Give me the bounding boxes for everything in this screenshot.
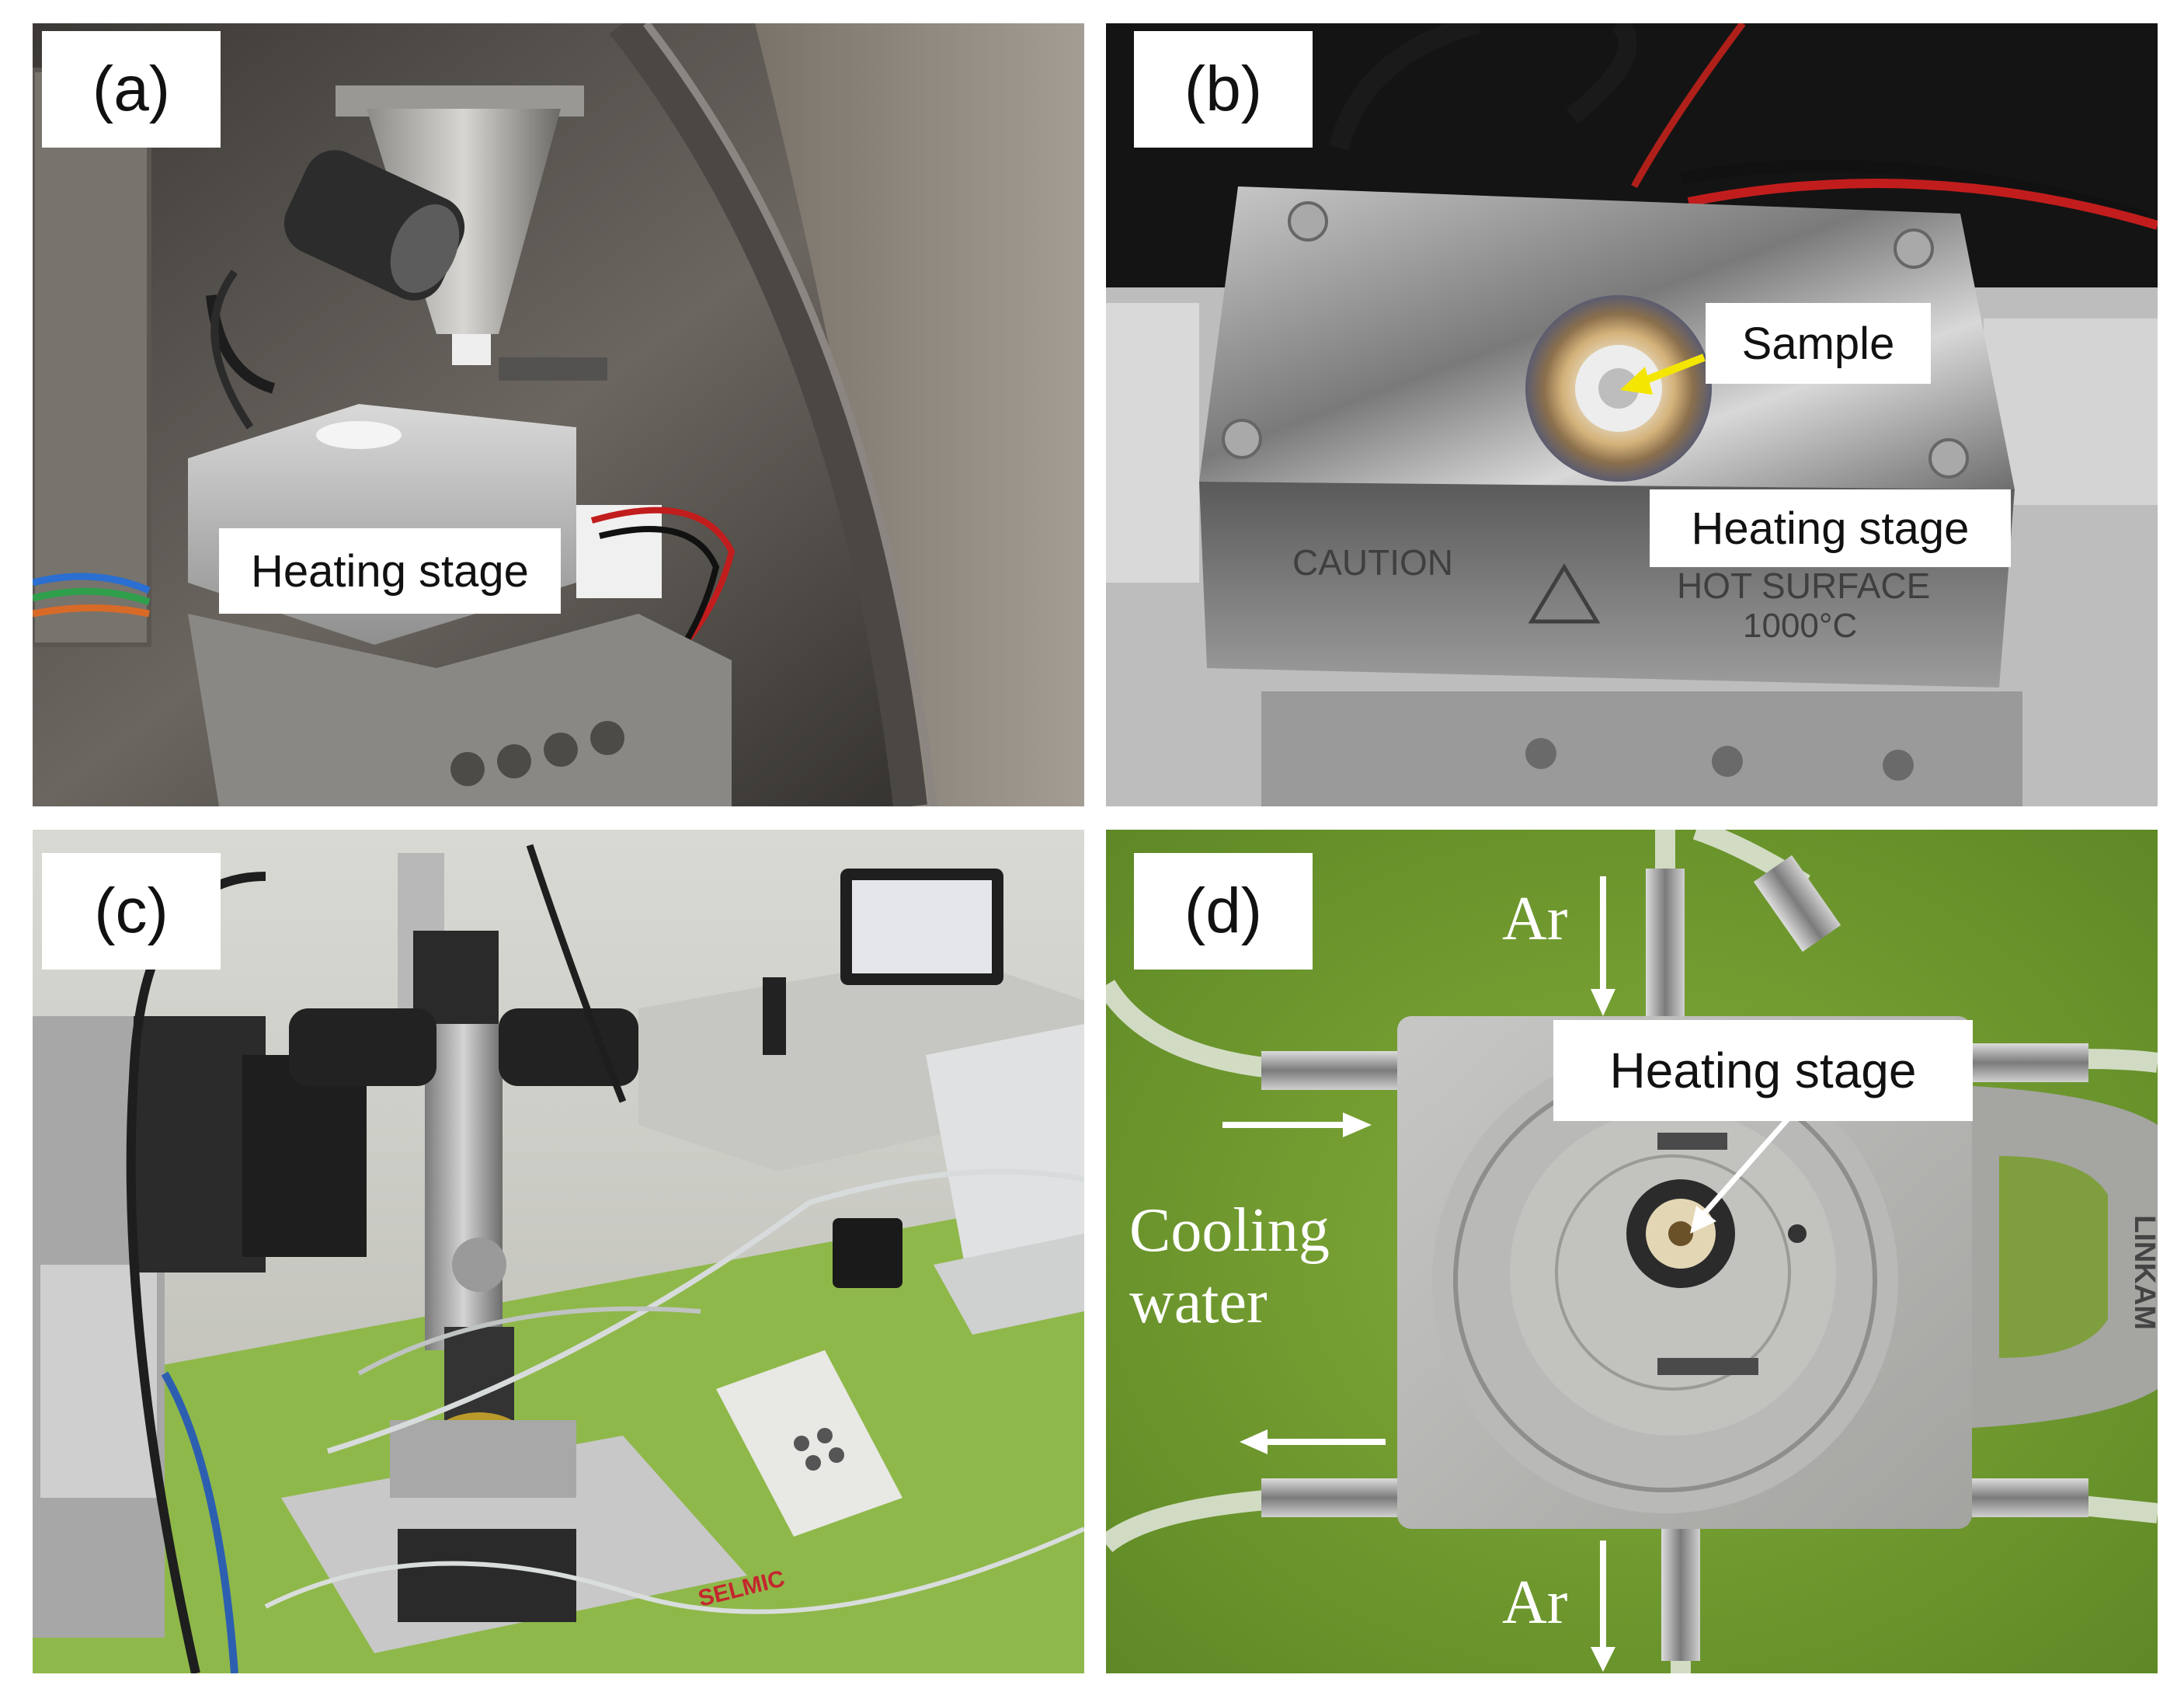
panel-a-letter: (a)	[42, 31, 221, 148]
ar-top-label: Ar	[1502, 885, 1568, 953]
linkam-brand-text: LINKAM	[2128, 1215, 2158, 1330]
ar-bottom-label: Ar	[1502, 1568, 1568, 1637]
hot-surface-warning-icon	[1528, 563, 1601, 624]
panel-d-heating-stage-label: Heating stage	[1553, 1020, 1973, 1121]
cooling-water-label: Cooling water	[1129, 1195, 1330, 1338]
heating-stage-closeup-image: CAUTION HOT SURFACE 1000°C	[1106, 23, 2158, 806]
stage-caution-text: CAUTION	[1292, 542, 1453, 583]
panel-b-heating-stage-label: Heating stage	[1650, 489, 2011, 567]
cooling-water-label-line1: Cooling	[1129, 1196, 1330, 1265]
lab-setup-image: SELMIC	[33, 830, 1084, 1673]
panel-b-sample-label: Sample	[1706, 303, 1931, 384]
panel-a-heating-stage-label: Heating stage	[219, 528, 561, 614]
panel-b-photo: CAUTION HOT SURFACE 1000°C (b) Sample He…	[1106, 23, 2158, 806]
cooling-water-label-line2: water	[1129, 1268, 1268, 1336]
panel-d-photo: LINKAM (d) Heating stage Ar Ar Cooling w…	[1106, 830, 2158, 1673]
panel-d-letter: (d)	[1134, 853, 1313, 970]
stage-temperature-text: 1000°C	[1743, 607, 1857, 645]
panel-a-photo: (a) Heating stage	[33, 23, 1084, 806]
chamber-interior-image	[33, 23, 1084, 806]
panel-c-letter: (c)	[42, 853, 221, 970]
panel-c-photo: SELMIC (c)	[33, 830, 1084, 1673]
stage-hot-surface-text: HOT SURFACE	[1677, 566, 1930, 606]
panel-b-letter: (b)	[1134, 31, 1313, 148]
